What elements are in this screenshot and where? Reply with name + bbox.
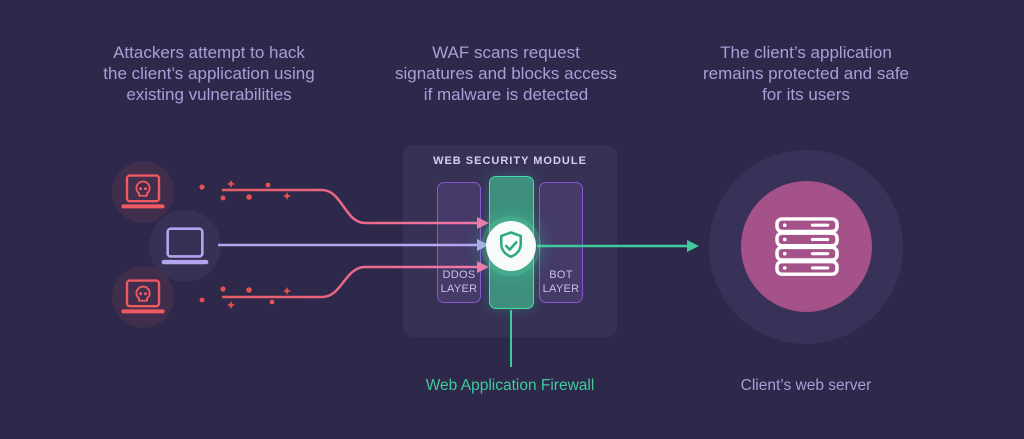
caption-protected: The client’s application remains protect… [702, 43, 909, 104]
ddos-layer: DDOS LAYER [437, 182, 481, 303]
skull-laptop-icon [121, 279, 165, 314]
waf-shield-badge [486, 221, 536, 271]
server-rack-icon [774, 216, 839, 276]
waf-label: Web Application Firewall [425, 377, 595, 394]
laptop-icon [161, 226, 209, 264]
attacker-node-bottom [112, 266, 174, 328]
bot-layer: BOT LAYER [539, 182, 583, 303]
caption-waf-scans: WAF scans request signatures and blocks … [394, 43, 618, 104]
server-node [741, 181, 872, 312]
attacker-node-top [112, 161, 174, 223]
client-node [149, 210, 221, 282]
server-label: Client’s web server [740, 377, 872, 394]
shield-check-icon [499, 231, 523, 258]
module-title: WEB SECURITY MODULE [433, 155, 587, 167]
caption-attackers: Attackers attempt to hack the client’s a… [103, 43, 315, 104]
bot-layer-label: BOT LAYER [542, 269, 580, 295]
ddos-layer-label: DDOS LAYER [440, 269, 478, 295]
safe-arrowhead [687, 240, 699, 252]
skull-laptop-icon [121, 174, 165, 209]
